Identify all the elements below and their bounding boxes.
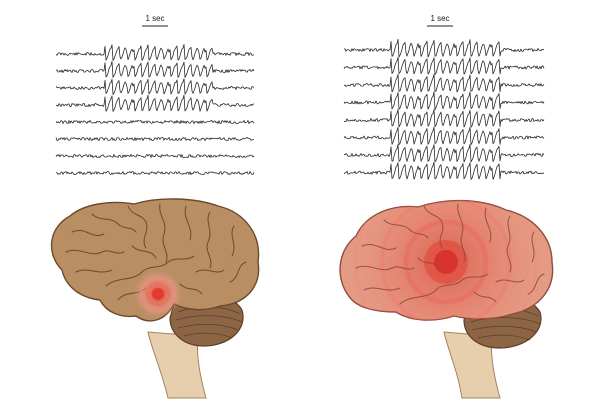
left-eeg-channel-2 [55,61,255,78]
left-brain-illustration [50,198,260,399]
left-scale-label: 1 sec [145,14,164,23]
right-brainstem [443,331,501,399]
right-brain-sulci [355,203,545,305]
right-scale-label: 1 sec [430,14,449,23]
right-eeg-channel-1 [343,38,545,58]
right-time-scale: 1 sec [427,14,453,27]
right-eeg-channel-5 [343,109,545,128]
left-eeg-channel-4 [55,94,255,112]
left-time-scale: 1 sec [142,14,168,27]
left-cerebrum [50,198,260,322]
left-eeg-channel-5 [55,120,255,124]
right-eeg-channel-8 [343,161,545,180]
right-eeg-channel-4 [343,91,545,111]
left-eeg-channel-7 [55,154,255,158]
right-eeg-traces [343,38,545,180]
right-eeg-channel-7 [343,144,545,163]
left-panel: 1 sec [50,14,260,399]
left-eeg-channel-8 [55,171,255,175]
left-eeg-traces [55,44,255,175]
right-eeg-channel-2 [343,57,545,75]
left-eeg-channel-3 [55,78,255,95]
right-eeg-channel-3 [343,73,545,93]
left-brainstem [147,331,207,399]
left-focus-marker [134,270,182,318]
left-eeg-channel-1 [55,44,255,61]
right-panel: 1 sec [339,14,554,399]
left-brain-sulci [65,203,247,301]
right-brain-illustration [339,199,554,399]
right-eeg-channel-6 [343,126,545,146]
left-eeg-channel-6 [55,137,255,141]
